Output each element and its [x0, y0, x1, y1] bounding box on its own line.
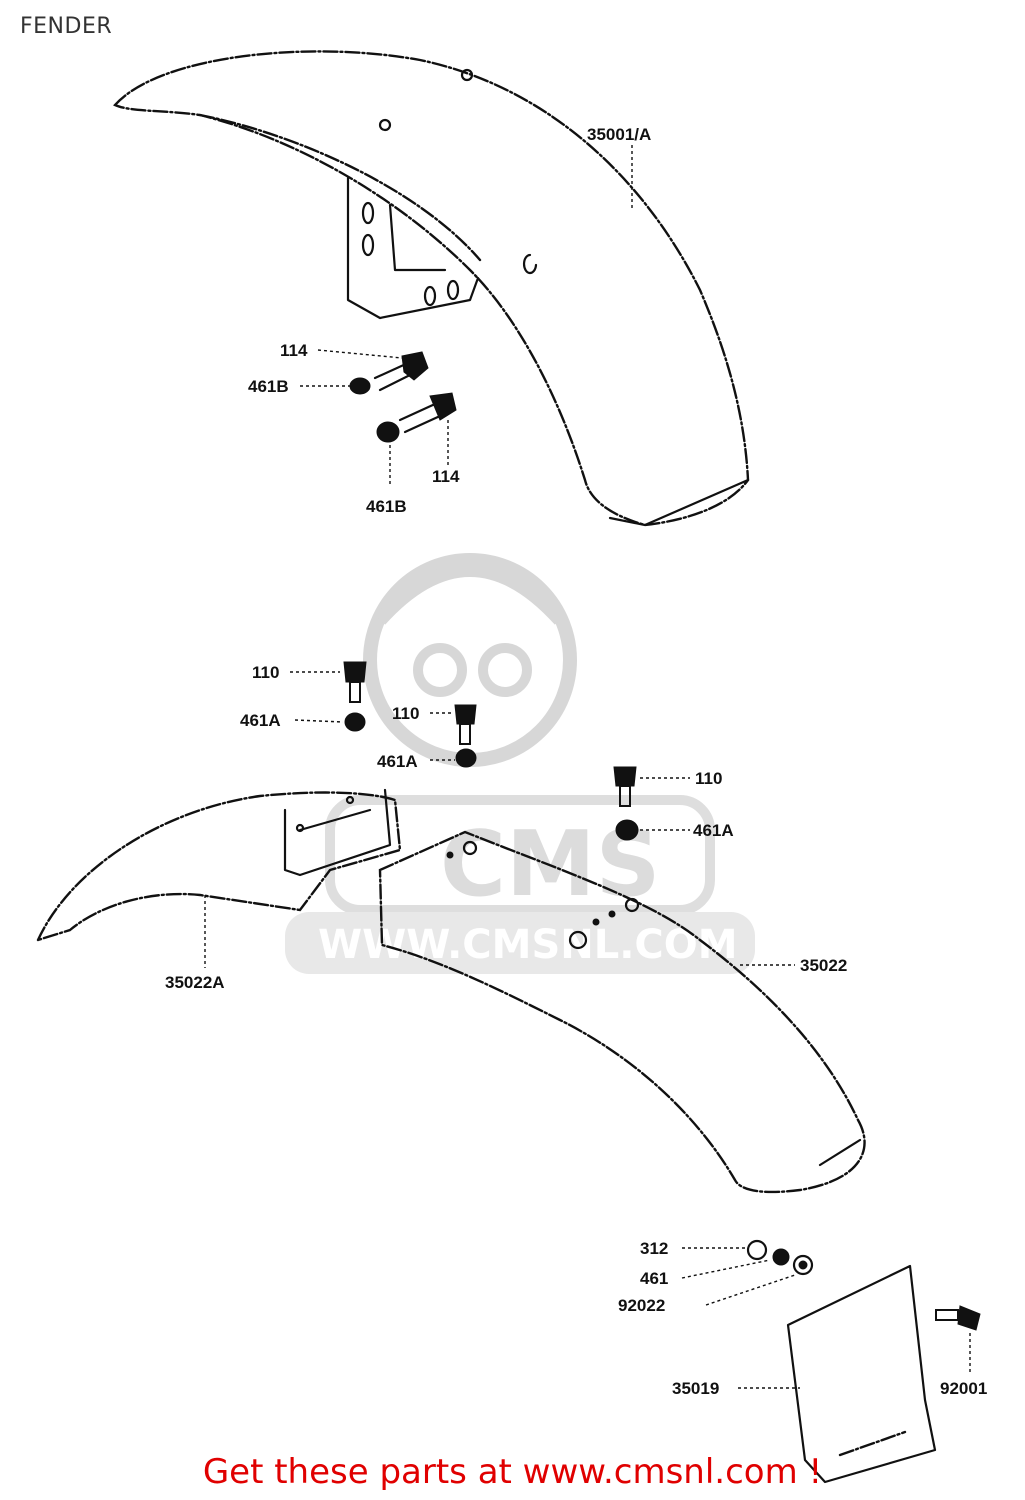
page-title: FENDER: [20, 14, 113, 39]
callout-92001: 92001: [940, 1379, 987, 1398]
washer-461a-mid-drawing: [455, 748, 477, 768]
washer-461a-right-drawing: [615, 819, 639, 841]
callout-114-bottom: 114: [432, 467, 460, 486]
watermark-logo: CMS WWW.CMSNL.COM: [285, 553, 755, 974]
washer-461-drawing: [772, 1248, 790, 1266]
callout-110-left: 110: [252, 663, 279, 682]
callout-114-top: 114: [280, 341, 308, 360]
bolt-92001-drawing: [935, 1305, 981, 1331]
callout-312: 312: [640, 1239, 668, 1258]
callout-35001a: 35001/A: [587, 125, 651, 144]
rear-fender-front-drawing: [35, 788, 402, 942]
callout-461: 461: [640, 1269, 668, 1288]
footer-link[interactable]: Get these parts at www.cmsnl.com !: [202, 1452, 823, 1492]
nut-312-drawing: [746, 1239, 768, 1261]
callout-110-mid: 110: [392, 704, 419, 723]
callout-92022: 92022: [618, 1296, 665, 1315]
callout-461a-mid: 461A: [377, 752, 418, 771]
rear-fender-drawing: [378, 830, 866, 1194]
callout-110-right: 110: [695, 769, 722, 788]
callout-35019: 35019: [672, 1379, 719, 1398]
callout-35022: 35022: [800, 956, 847, 975]
callout-461a-right: 461A: [693, 821, 734, 840]
callout-461b-bottom: 461B: [366, 497, 407, 516]
front-fender-drawing: [113, 50, 750, 527]
washer-461b-top-drawing: [349, 377, 371, 395]
washer-461b-bottom-drawing: [376, 421, 400, 443]
bolt-110-left-drawing: [343, 661, 367, 703]
bolt-110-right-drawing: [613, 766, 637, 807]
washer-92022-drawing: [792, 1254, 814, 1276]
bolt-114-bottom-drawing: [398, 392, 457, 434]
plate-35019-drawing: [786, 1264, 937, 1484]
callout-35022a: 35022A: [165, 973, 225, 992]
bolt-110-mid-drawing: [454, 704, 477, 745]
washer-461a-left-drawing: [344, 712, 366, 732]
callout-461b-top: 461B: [248, 377, 289, 396]
callout-461a-left: 461A: [240, 711, 281, 730]
bolt-114-top-drawing: [373, 351, 429, 392]
leader-lines: [204, 145, 971, 1389]
watermark-url-text: WWW.CMSNL.COM: [318, 922, 738, 968]
